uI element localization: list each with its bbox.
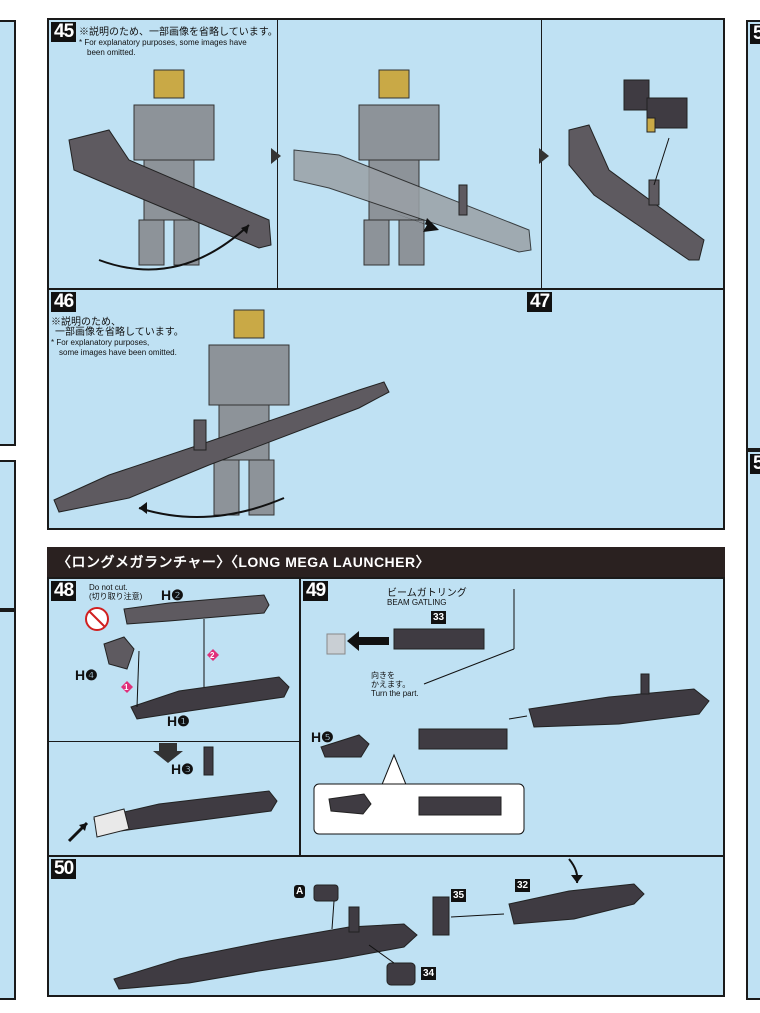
part-35 xyxy=(432,896,450,936)
down-arrow-48 xyxy=(153,743,183,763)
step-46-number: 46 xyxy=(51,292,77,312)
pink-mark-1 xyxy=(121,681,133,693)
step-49-line-2 xyxy=(423,648,515,685)
part-a-tag: A xyxy=(294,885,306,898)
launcher-49 xyxy=(528,673,710,728)
connect-line-50c xyxy=(368,944,395,964)
part-h2 xyxy=(123,594,270,625)
part-32 xyxy=(508,883,645,925)
bottom-steps-block: 48 Do not cut. (切り取り注意) H❷ H❹ H❶ H❸ 1 2 … xyxy=(47,577,725,997)
assembled-48 xyxy=(93,790,278,838)
right-edge-step-number-2: 5 xyxy=(750,454,760,474)
do-not-cut-slash xyxy=(88,610,106,628)
step-46-note: ※説明のため、 一部画像を省略しています。 * For explanatory … xyxy=(51,318,251,358)
slide-arrow-45b xyxy=(394,213,439,232)
right-edge-step-number: 5 xyxy=(750,24,760,44)
turn-part-en: Turn the part. xyxy=(371,689,419,698)
connect-line-49 xyxy=(508,715,528,720)
step-46-note-jp-2: 一部画像を省略しています。 xyxy=(55,327,184,338)
part-h1 xyxy=(130,676,290,720)
rotate-arrow-46 xyxy=(138,497,285,518)
beam-gatling-en: BEAM GATLING xyxy=(387,598,447,607)
pink-mark-1-number: 1 xyxy=(124,683,129,692)
label-h3: H❸ xyxy=(171,761,194,777)
step-48-49-divider xyxy=(299,579,301,855)
step-50-number: 50 xyxy=(51,859,77,879)
left-edge-panel-mid xyxy=(0,460,16,610)
step-48-inner-divider xyxy=(49,741,299,742)
step-45-note-en-1: * For explanatory purposes, some images … xyxy=(79,38,247,47)
part-32-tag: 32 xyxy=(515,879,531,892)
step-47-number: 47 xyxy=(527,292,553,312)
arrow-head-46 xyxy=(139,502,147,514)
gatling-tip xyxy=(326,633,346,655)
connect-line-50b xyxy=(450,913,505,918)
beam-gatling-jp: ビームガトリング xyxy=(387,588,467,599)
hand-part-45c xyxy=(623,79,688,133)
left-edge-panel-top xyxy=(0,20,16,446)
beam-gatling-text: ビームガトリング BEAM GATLING xyxy=(387,588,467,608)
pink-mark-2 xyxy=(207,649,219,661)
callout-pointer xyxy=(380,753,408,788)
step-48-49-50-illustrations xyxy=(67,589,710,990)
turn-part-jp-2: かえます。 xyxy=(371,680,411,689)
top-steps-block: 45 ※説明のため、一部画像を省略しています。 * For explanator… xyxy=(47,18,725,530)
left-arrow-49 xyxy=(347,631,389,651)
connect-line-45c xyxy=(653,137,670,186)
step-46-note-jp-1: ※説明のため、 xyxy=(51,317,121,328)
robot-figure-45b xyxy=(358,69,440,266)
step-46-note-en-2: some images have been omitted. xyxy=(59,348,177,357)
row-divider xyxy=(49,288,723,290)
turn-part-jp-1: 向きを xyxy=(371,671,395,680)
launcher-45c xyxy=(568,124,705,261)
label-h5: H❺ xyxy=(311,729,334,745)
launcher-46 xyxy=(53,381,390,513)
part-a xyxy=(313,884,339,902)
assembled-50 xyxy=(113,906,418,990)
connect-line-50a xyxy=(331,900,335,930)
step-arrow-45-1 xyxy=(271,148,281,164)
label-h4: H❹ xyxy=(75,667,98,683)
label-h2: H❷ xyxy=(161,587,184,603)
step-49-number: 49 xyxy=(303,581,329,601)
step-45-number: 45 xyxy=(51,22,77,42)
step-49-50-divider xyxy=(49,855,723,857)
part-h5 xyxy=(320,734,370,758)
step-48-number: 48 xyxy=(51,581,77,601)
step-45-46-47-illustrations xyxy=(53,69,705,518)
label-h1: H❶ xyxy=(167,713,190,729)
connect-line-48a xyxy=(136,650,140,708)
rotate-arrow-45a xyxy=(98,224,250,271)
step-45-note: ※説明のため、一部画像を省略しています。 * For explanatory p… xyxy=(79,28,299,58)
left-edge-panel-bottom xyxy=(0,610,16,1000)
launcher-45a xyxy=(68,129,272,249)
do-not-cut-jp: (切り取り注意) xyxy=(89,592,143,601)
callout-parts xyxy=(328,793,502,816)
part-h4 xyxy=(103,636,135,670)
part-35-tag: 35 xyxy=(451,889,467,902)
step-arrow-45-2 xyxy=(539,148,549,164)
section-title-bar: 〈ロングメガランチャー〉〈LONG MEGA LAUNCHER〉 xyxy=(47,547,725,577)
do-not-cut-text: Do not cut. (切り取り注意) xyxy=(89,583,142,601)
step-45-note-jp: ※説明のため、一部画像を省略しています。 xyxy=(79,27,278,38)
part-33-tag: 33 xyxy=(431,611,447,624)
part-33-gatling xyxy=(393,628,485,650)
part-34-tag: 34 xyxy=(421,967,437,980)
pink-mark-2-number: 2 xyxy=(210,651,215,660)
arrow-48-final-head xyxy=(79,823,87,831)
step-45-note-en-2: been omitted. xyxy=(87,48,136,57)
turn-part-text: 向きを かえます。 Turn the part. xyxy=(371,671,419,698)
arrow-head-45a xyxy=(241,225,249,234)
grip-45b xyxy=(458,184,468,216)
part-h3 xyxy=(203,746,214,776)
launcher-45b xyxy=(293,149,532,253)
part-34 xyxy=(386,962,416,986)
gatling-49b xyxy=(418,728,508,750)
do-not-cut-en: Do not cut. xyxy=(89,583,128,592)
step-46-note-en-1: * For explanatory purposes, xyxy=(51,338,150,347)
right-edge-panel-top: 5 xyxy=(746,20,760,450)
right-edge-panel-bottom: 5 xyxy=(746,450,760,1000)
down-arrow-50-head xyxy=(571,875,583,883)
